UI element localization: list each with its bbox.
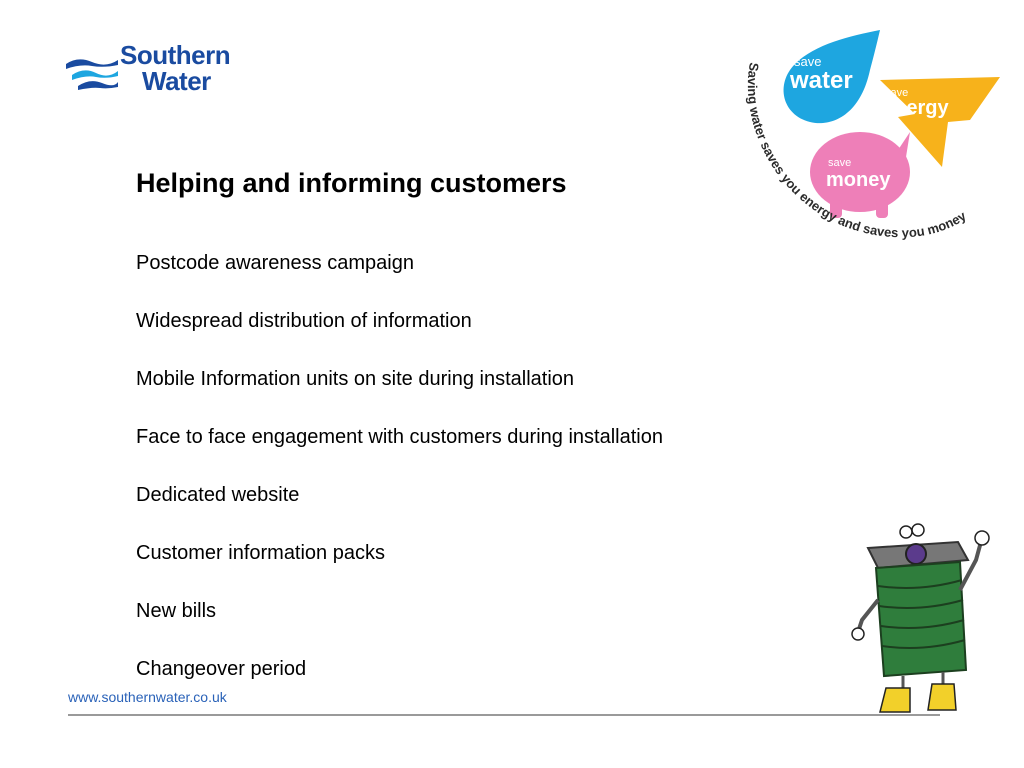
logo-line-1: Southern xyxy=(120,40,231,70)
save-money-big: money xyxy=(826,169,891,191)
save-badge: save water save energy save money Saving… xyxy=(745,30,1000,240)
list-item: Widespread distribution of information xyxy=(136,310,472,332)
list-item: New bills xyxy=(136,600,217,622)
save-energy-big: energy xyxy=(883,97,949,119)
logo-wordmark: Southern Water xyxy=(120,40,231,96)
list-item: Customer information packs xyxy=(136,542,385,564)
footer-website-link[interactable]: www.southernwater.co.uk xyxy=(68,689,227,705)
water-drop-icon: save water xyxy=(783,30,880,124)
save-money-small: save xyxy=(828,157,851,169)
save-water-small: save xyxy=(794,54,821,69)
list-item: Face to face engagement with customers d… xyxy=(136,426,663,448)
list-item: Postcode awareness campaign xyxy=(136,252,414,274)
save-energy-small: save xyxy=(885,87,908,99)
list-item: Changeover period xyxy=(136,658,307,680)
water-meter-mascot-icon xyxy=(851,523,990,713)
company-logo: Southern Water xyxy=(64,42,264,104)
save-water-big: water xyxy=(789,67,853,94)
logo-line-2: Water xyxy=(142,66,211,96)
bullet-list: Postcode awareness campaign Widespread d… xyxy=(136,250,663,714)
list-item: Dedicated website xyxy=(136,484,300,506)
list-item: Mobile Information units on site during … xyxy=(136,368,575,390)
piggy-bank-icon: save money xyxy=(810,132,910,218)
lightning-bolt-icon: save energy xyxy=(880,77,1000,167)
wave-logo-icon xyxy=(66,59,118,90)
footer-divider xyxy=(68,714,940,716)
slide-title: Helping and informing customers xyxy=(136,168,567,198)
